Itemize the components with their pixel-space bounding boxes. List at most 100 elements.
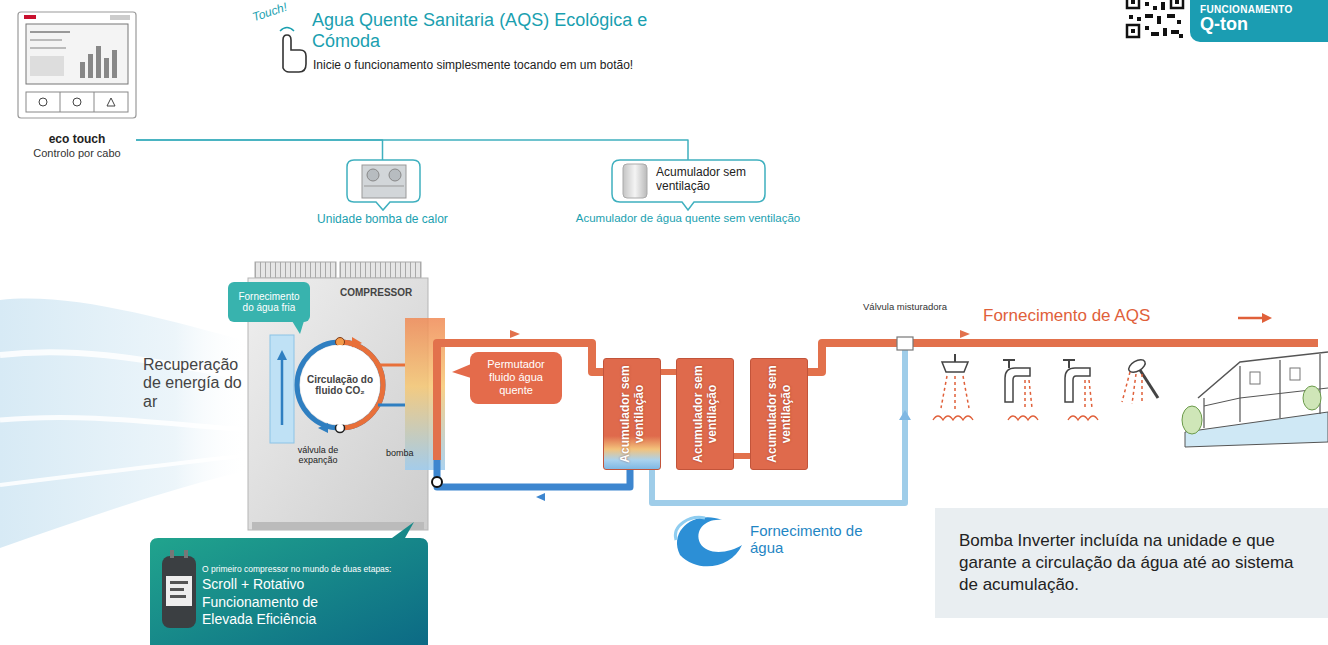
qr-code [1124,0,1186,40]
node-text: FUNCIONAMENTO [1200,4,1318,15]
compressor-note: O primeiro compressor no mundo de duas e… [150,538,428,645]
water-source-icon [675,517,742,566]
unit-callout: Unidade bomba de calor [300,160,465,230]
remote-controller [107,98,115,106]
remote-controller [112,50,117,78]
qr-code [1145,14,1153,18]
return-water-pipe [432,477,442,487]
diagram-title: Agua Quente Sanitaria (AQS) Ecológica e … [312,10,697,52]
remote-controller [60,92,61,112]
compressor-callout [170,588,184,591]
supply-arrow [1238,317,1262,320]
heat-exchanger-callout: Permutador fluido água quente [470,352,562,404]
tap-icon [1068,360,1070,368]
heat-pump-unit [297,342,383,428]
part-label: Válvula misturadora [862,302,948,313]
heat-pump-callout [362,165,406,198]
pump-note: Bomba Inverter incluída na unidade e que… [935,508,1328,618]
tap-icon [1068,416,1098,420]
compressor-callout [170,581,188,584]
touch-hand-icon [283,35,306,72]
return-water-pipe [432,460,630,501]
qr-code [1127,0,1139,8]
heat-pump-callout [347,160,420,210]
heat-pump-unit [340,262,421,278]
resort-illustration [1182,406,1202,434]
remote-controller [80,62,85,78]
storage-tank: Acumulador sem ventilação [750,358,808,470]
heat-pump-callout [347,160,420,210]
qr-code [1175,0,1179,4]
touch-hand-icon [280,28,294,32]
supply-water-pipe [652,349,905,503]
node-text: Permutador fluido água quente [476,358,556,398]
heat-pump-unit [277,350,287,360]
qr-code [1137,17,1141,21]
shower-icon [933,354,973,420]
remote-controller [24,15,36,19]
subtitle: Inicie o funcionamento simplesmente toca… [313,58,753,72]
air-flow [0,417,250,430]
remote-controller [26,24,128,84]
tap-icon [1065,368,1090,402]
resort-illustration [1290,368,1300,380]
qr-code [1157,16,1161,24]
qr-code [1161,2,1165,10]
node-text: O primeiro compressor no mundo de duas e… [202,564,420,574]
tap-icon [1063,359,1075,361]
qr-code [1179,34,1183,38]
remote-controller [96,46,101,78]
heat-pump-unit [318,423,328,433]
flow-label: Fornecimento de AQS [983,306,1150,326]
remote-controller [104,58,109,78]
compressor-callout [150,522,428,645]
resort-illustration [1185,412,1328,447]
node-text: Controlo por cabo [18,147,136,159]
mixing-valve [897,337,913,350]
remote-controller [30,56,64,76]
shower-icon [942,362,968,372]
hot-water-pipe [510,330,520,338]
node-text: Acumulador sem ventilação [618,364,647,464]
remote-controller [94,92,95,112]
qr-code [1171,0,1183,8]
node-text: Bomba Inverter incluída na unidade e que… [959,530,1294,596]
qr-code [1153,6,1157,10]
remote-controller [30,47,66,49]
tank-callout [623,164,647,198]
part-label: válvula de expanção [290,446,346,466]
node-text: Scroll + Rotativo [202,576,420,594]
tank-callout: Acumulador sem ventilaçãoAcumulador de á… [548,160,828,230]
tank-callout [612,160,765,210]
hand-shower-icon [1122,372,1142,404]
air-energy-label: Recuperação de energía do ar [143,356,247,411]
hot-water-pipe [437,343,603,460]
touch-label: Touch! [251,0,289,25]
heat-pump-unit [270,335,294,443]
compressor-callout [184,550,188,558]
node-text: COMPRESSOR [340,287,428,298]
air-flow [0,299,250,548]
hot-water-pipe [960,330,970,338]
qr-code [1124,0,1186,40]
heat-pump-callout [364,186,404,187]
tap-icon [1085,380,1092,408]
node-text: Unidade bomba de calor [300,160,465,226]
qr-code [1177,20,1181,24]
compressor-callout [162,556,196,628]
control-wire [136,140,688,160]
tank-link-pipe [661,369,676,375]
heat-pump-unit [252,522,424,530]
heat-pump-housing: COMPRESSORCirculação do fluido CO₂ [248,278,428,530]
heat-pump-unit [378,404,405,407]
remote-controller [30,39,62,41]
tap-icon [1008,360,1010,368]
flow-label: Fornecimento de água [750,522,870,557]
tap-icon [1003,359,1015,361]
tap-icon [1025,380,1032,408]
node-text: Acumulador sem ventilação [765,364,794,464]
resort-illustration [1303,386,1321,410]
air-flow [0,299,250,548]
heat-pump-callout [367,169,379,181]
storage-tank: Acumulador sem ventilação [676,358,734,470]
